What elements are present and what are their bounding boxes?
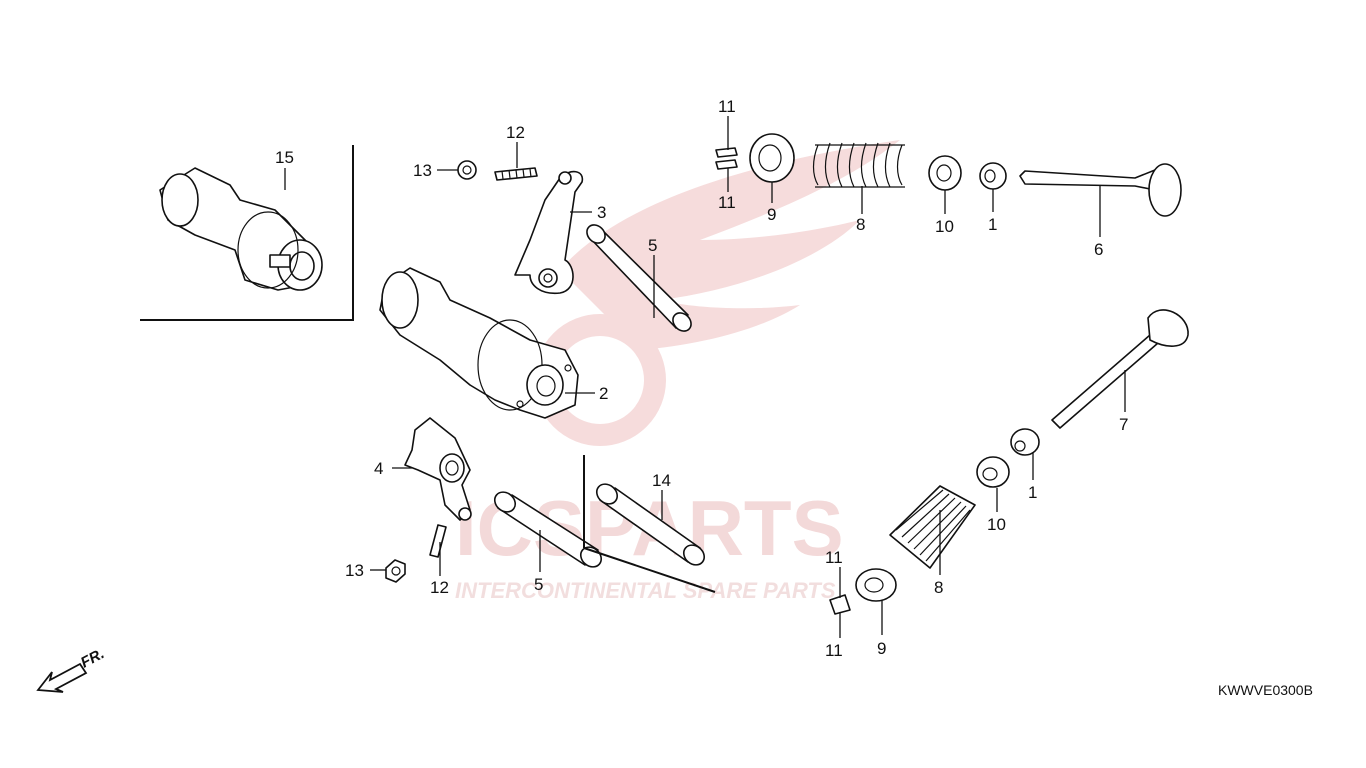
valve-6 [1019,163,1182,217]
cotter-11-top [715,147,738,170]
callout-5-bottom: 5 [534,575,543,594]
watermark-tagline: INTERCONTINENTAL SPARE PARTS [455,578,836,603]
valve-seal-1-top [979,162,1007,190]
callout-11-bottom-b: 11 [825,641,843,660]
nut-13-bottom [385,559,406,583]
callout-12-top: 12 [506,123,525,142]
callout-10-top: 10 [935,217,954,236]
callout-11-bottom-a: 11 [825,548,843,567]
spring-seat-10-top [928,155,962,191]
callout-14: 14 [652,471,671,490]
rocker-arm-4 [404,417,472,521]
callout-8-bottom: 8 [934,578,943,597]
callout-3: 3 [597,203,606,222]
valve-seal-1-bottom [1010,428,1040,456]
adjusting-screw-12-bottom [429,524,447,558]
callout-7: 7 [1119,415,1128,434]
callout-2: 2 [599,384,608,403]
callout-6: 6 [1094,240,1103,259]
callout-11-top-a: 11 [718,97,736,116]
callout-11-top-b: 11 [718,193,736,212]
callout-5-top: 5 [648,236,657,255]
callout-10-bottom: 10 [987,515,1006,534]
callout-15: 15 [275,148,294,167]
diagram-code: KWWVE0300B [1218,682,1313,698]
camshaft-2 [379,267,579,419]
callout-4: 4 [374,459,383,478]
spring-8-top [812,142,905,188]
camshaft-assembly-15 [159,167,323,291]
adjusting-screw-12-top [494,167,538,181]
callout-9-bottom: 9 [877,639,886,658]
retainer-9-top [749,133,795,183]
nut-13-top [457,160,477,180]
front-direction-indicator: FR. [36,645,107,693]
valve-7 [1051,309,1189,429]
callout-1-top: 1 [988,215,997,234]
pin-14 [595,483,706,566]
callout-13-top: 13 [413,161,432,180]
callout-labels: 15 13 12 3 5 2 4 14 5 13 12 11 11 9 8 10… [275,97,1128,660]
callout-1-bottom: 1 [1028,483,1037,502]
rocker-shaft-5-top [586,224,692,332]
inset-frame [140,145,354,321]
callout-9-top: 9 [767,205,776,224]
spring-8-bottom [889,485,976,569]
rocker-arm-3 [514,170,584,295]
watermark: ICSPARTS INTERCONTINENTAL SPARE PARTS [455,140,900,603]
callout-8-top: 8 [856,215,865,234]
leader-lines [284,116,1126,638]
spring-seat-10-bottom [976,456,1010,488]
callout-12-bottom: 12 [430,578,449,597]
retainer-9-bottom [855,568,897,602]
front-arrow-icon [36,662,88,693]
callout-13-bottom: 13 [345,561,364,580]
